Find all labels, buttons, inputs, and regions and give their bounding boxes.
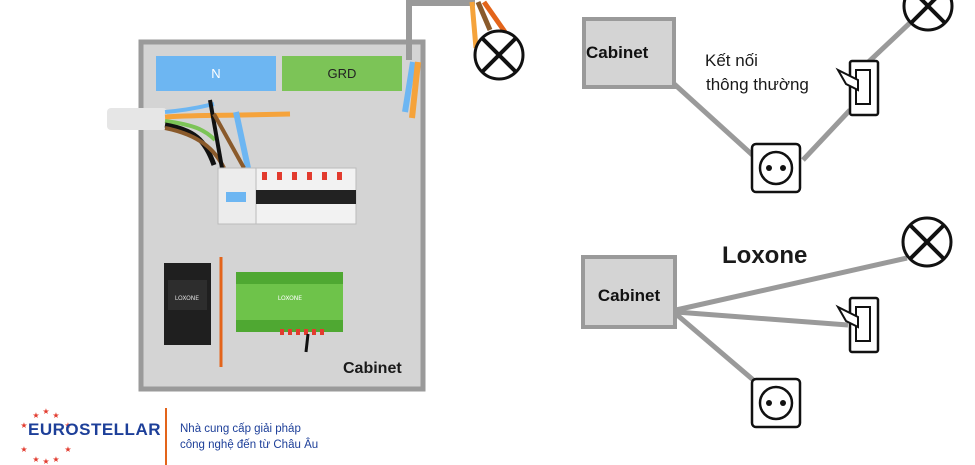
light-switch-icon	[835, 59, 880, 117]
svg-text:★: ★	[20, 421, 27, 430]
brand-stars: ★★★ ★★ ★★ ★★★	[20, 407, 71, 465]
conventional-cabinet	[582, 17, 676, 89]
ground-bar-label: GRD	[327, 66, 357, 81]
svg-text:★: ★	[20, 445, 27, 454]
lamp-icon	[469, 0, 525, 81]
lamp-icon	[901, 216, 953, 268]
brand-logo: EUROSTELLAR	[28, 420, 161, 439]
neutral-wire	[402, 61, 416, 113]
svg-text:★: ★	[32, 455, 39, 464]
cabinet-panel-label: Cabinet	[343, 360, 402, 377]
lamp-icon	[902, 0, 954, 32]
svg-text:★: ★	[42, 407, 49, 416]
neutral-bar	[156, 56, 276, 91]
svg-text:★: ★	[52, 411, 59, 420]
loxone-cabinet-label: Cabinet	[597, 286, 661, 305]
cabinet-panel: LOXONE LOXONE	[107, 0, 525, 392]
svg-text:★: ★	[42, 457, 49, 465]
loxone-cabinet	[581, 255, 677, 329]
ground-bar	[282, 56, 402, 91]
loxone-miniserver: LOXONE	[236, 272, 343, 353]
loxone-title: Loxone	[722, 242, 808, 269]
output-cable	[406, 0, 475, 60]
svg-text:★: ★	[32, 411, 39, 420]
loxone-wiring	[581, 216, 953, 429]
power-socket-icon	[750, 142, 802, 194]
svg-text:★: ★	[64, 445, 71, 454]
circuit-breaker-row	[217, 167, 357, 225]
cable-icon	[107, 99, 291, 169]
power-supply-module: LOXONE	[164, 263, 211, 345]
svg-text:★: ★	[64, 421, 71, 430]
brand-tagline-line1: Nhà cung cấp giải pháp	[180, 423, 301, 435]
conventional-wiring	[582, 0, 954, 194]
conventional-cabinet-label: Cabinet	[586, 43, 649, 62]
module-label: LOXONE	[278, 295, 302, 302]
svg-text:★: ★	[52, 455, 59, 464]
conventional-caption-line1: Kết nối	[705, 51, 758, 70]
power-socket-icon	[750, 377, 802, 429]
brand-tagline-line2: công nghệ đến từ Châu Âu	[180, 439, 319, 451]
light-switch-icon	[835, 296, 880, 354]
live-wire	[409, 61, 421, 119]
neutral-bar-label: N	[211, 66, 221, 81]
module-label: LOXONE	[175, 295, 199, 302]
conventional-caption-line2: thông thường	[706, 75, 809, 94]
